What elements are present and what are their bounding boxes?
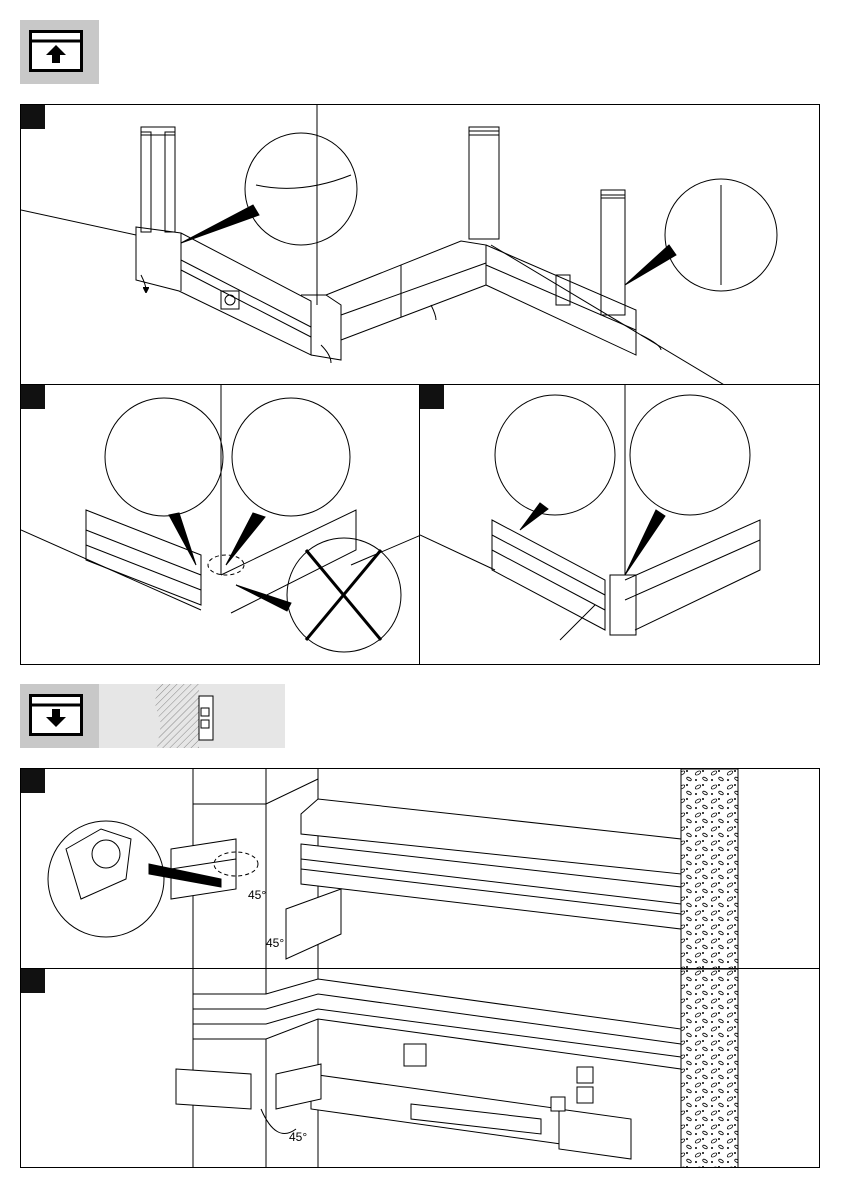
removal-step-2-illustration bbox=[21, 385, 420, 665]
removal-step-1-illustration bbox=[21, 105, 820, 385]
angle-label-1: 45° bbox=[248, 888, 266, 902]
removal-step-3-illustration bbox=[420, 385, 820, 665]
arrow-down-icon bbox=[29, 694, 83, 736]
arrow-down-glyph bbox=[32, 697, 80, 733]
angle-label-3: 45° bbox=[289, 1130, 307, 1144]
arrow-up-glyph bbox=[32, 33, 80, 69]
wall-mount-strip bbox=[99, 684, 285, 748]
removal-step-3-panel bbox=[419, 384, 820, 665]
angle-label-2: 45° bbox=[266, 936, 284, 950]
removal-section-icon bbox=[20, 20, 99, 84]
installation-section-icon bbox=[20, 684, 99, 748]
installation-step-2-illustration: 45° bbox=[21, 969, 820, 1168]
wall-mount-illustration bbox=[99, 684, 285, 748]
installation-step-2-panel: 45° bbox=[20, 968, 820, 1168]
installation-step-1-panel: 45° 45° bbox=[20, 768, 820, 969]
removal-step-2-panel bbox=[20, 384, 420, 665]
arrow-up-icon bbox=[29, 30, 83, 72]
removal-step-1-panel bbox=[20, 104, 820, 385]
installation-step-1-illustration: 45° 45° bbox=[21, 769, 820, 969]
